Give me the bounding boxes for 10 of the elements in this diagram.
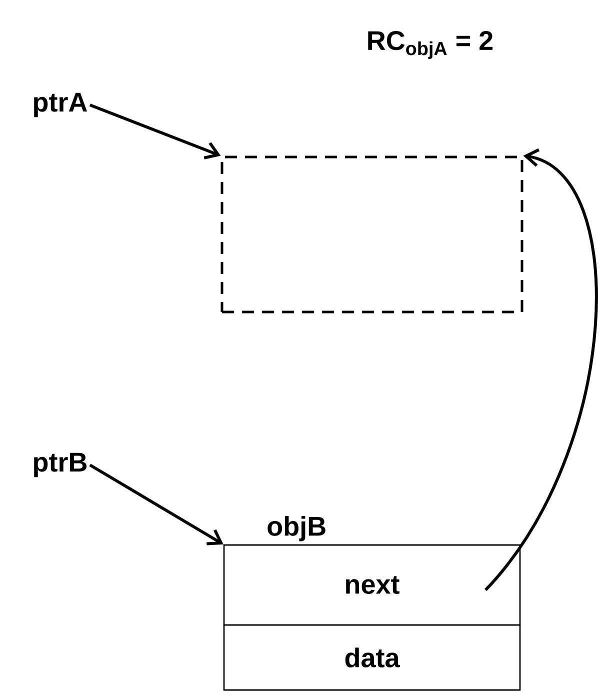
arrow [89,464,224,546]
field-cell: next [223,544,521,626]
arrow [484,148,598,591]
pointer-label: ptrA [34,92,88,118]
dashed-box [220,156,524,314]
node-label: objB [268,516,326,542]
reference-count-label: RC$_{objA}$ = 2 [368,31,493,59]
arrow [89,104,221,160]
field-cell: data [223,624,521,691]
pointer-label: ptrB [34,452,87,478]
